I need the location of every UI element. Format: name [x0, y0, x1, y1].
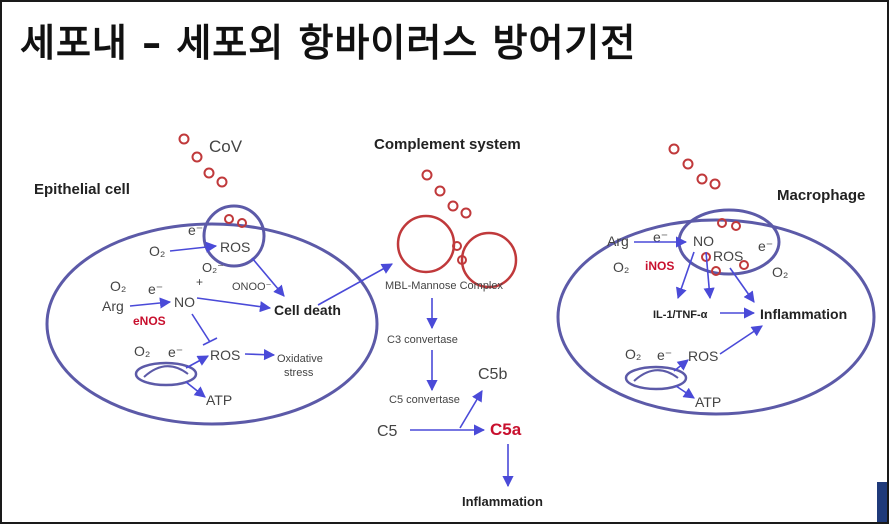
slide-corner-decoration — [877, 482, 887, 522]
arrow — [673, 359, 689, 372]
epithelial-ros-compartment — [202, 204, 266, 268]
complement-arrows — [410, 298, 514, 488]
epithelial-mitochondrion-cristae — [143, 365, 189, 378]
atp-label: ATP — [695, 394, 721, 410]
arrow — [317, 263, 393, 306]
virus-particle — [717, 218, 727, 228]
macrophage-mitochondrion — [624, 365, 688, 391]
macrophage-virions — [668, 143, 749, 276]
arrow — [185, 355, 209, 369]
virus-particle — [668, 143, 680, 155]
arrow — [703, 251, 715, 300]
virus-particle — [460, 207, 472, 219]
ros-label: ROS — [210, 347, 240, 363]
electron-label: e⁻ — [168, 344, 183, 360]
virus-particle — [224, 214, 234, 224]
enos-label: eNOS — [133, 314, 166, 328]
mbl-complex-ring — [396, 214, 456, 274]
electron-label: e⁻ — [148, 281, 163, 297]
virus-particle — [682, 158, 694, 170]
virus-particle — [739, 260, 749, 270]
c5b-label: C5b — [478, 366, 507, 383]
macrophage-label: Macrophage — [777, 187, 865, 204]
inflammation-label: Inflammation — [760, 306, 847, 322]
virus-particle — [421, 169, 433, 181]
arginine-label: Arg — [607, 233, 629, 249]
oxygen-label: O₂ — [625, 346, 641, 362]
virus-particle — [447, 200, 459, 212]
electron-label: e⁻ — [657, 347, 672, 363]
arrow — [675, 385, 695, 399]
epithelial-cell-membrane — [45, 222, 379, 426]
arrow — [185, 381, 206, 398]
virus-particle — [696, 173, 708, 185]
inhibition-bar — [202, 337, 218, 346]
complement-system-label: Complement system — [374, 136, 521, 153]
c5a-label: C5a — [490, 420, 522, 439]
atp-label: ATP — [206, 392, 232, 408]
virus-particle — [709, 178, 721, 190]
il1-tnf-label: IL-1/TNF-α — [653, 309, 708, 321]
oxygen-label: O₂ — [134, 343, 150, 359]
arrow — [169, 241, 218, 253]
oxidative-stress-label: stress — [284, 367, 314, 379]
nitric-oxide-label: NO — [693, 233, 714, 249]
nitric-oxide-label: NO — [174, 294, 195, 310]
c3-convertase-label: C3 convertase — [387, 334, 458, 346]
peroxynitrite-label: ONOO⁻ — [232, 281, 272, 293]
oxygen-label: O₂ — [149, 243, 165, 259]
virus-particle — [178, 133, 190, 145]
arrow — [196, 297, 272, 313]
macrophage-membrane — [556, 218, 876, 416]
inos-label: iNOS — [645, 259, 674, 273]
electron-label: e⁻ — [188, 222, 203, 238]
epithelial-arrows — [129, 241, 393, 398]
cov-label: CoV — [209, 137, 243, 156]
ros-label: ROS — [220, 239, 250, 255]
cov-virions — [178, 133, 247, 228]
arrow — [459, 390, 483, 429]
oxygen-label: O₂ — [772, 264, 788, 280]
mbl-mannose-complex-label: MBL-Mannose Complex — [385, 280, 503, 292]
c5-convertase-label: C5 convertase — [389, 394, 460, 406]
oxygen-label: O₂ — [613, 259, 629, 275]
plus-label: + — [196, 275, 203, 289]
virus-particle — [216, 176, 228, 188]
ros-label: ROS — [688, 348, 718, 364]
electron-label: e⁻ — [653, 229, 668, 245]
slide-title: 세포내 – 세포외 항바이러스 방어기전 — [20, 21, 637, 65]
macrophage-mitochondrion-cristae — [633, 369, 679, 382]
arrow — [676, 251, 695, 300]
arrow — [251, 257, 285, 297]
virus-particle — [711, 266, 721, 276]
arrow — [719, 325, 763, 355]
inflammation-label: Inflammation — [462, 494, 543, 509]
superoxide-label: O₂⁻ — [202, 260, 224, 275]
arginine-label: Arg — [102, 298, 124, 314]
arrow — [244, 349, 276, 361]
arrow — [129, 297, 172, 309]
macrophage-arrows — [634, 236, 763, 399]
inhibition-line — [191, 313, 211, 343]
c5-label: C5 — [377, 423, 398, 440]
virus-particle — [731, 221, 741, 231]
virus-particle — [434, 185, 446, 197]
virus-particle — [191, 151, 203, 163]
oxygen-label: O₂ — [110, 278, 126, 294]
virus-particle — [203, 167, 215, 179]
ros-label: ROS — [713, 248, 743, 264]
epithelial-cell-label: Epithelial cell — [34, 181, 130, 198]
mbl-complex-ring — [460, 231, 518, 289]
cell-death-label: Cell death — [274, 302, 341, 318]
virus-particle — [237, 218, 247, 228]
electron-label: e⁻ — [758, 238, 773, 254]
arrow — [729, 267, 755, 303]
oxidative-stress-label: Oxidative — [277, 353, 323, 365]
epithelial-mitochondrion — [134, 361, 198, 387]
complement-virions — [421, 169, 472, 265]
